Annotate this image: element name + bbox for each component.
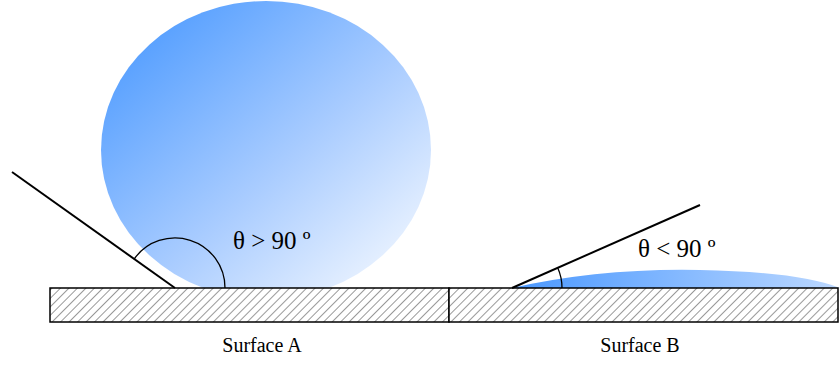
- angle-label: θ > 90 º: [233, 228, 311, 253]
- droplet-a: [101, 1, 431, 288]
- surface-b-plate: [449, 288, 838, 322]
- surface-label: Surface A: [222, 335, 301, 355]
- angle-arc-a: [134, 238, 225, 288]
- surface-label: Surface B: [600, 335, 679, 355]
- surface-a-plate: [50, 288, 449, 322]
- tangent-line-a: [12, 172, 175, 288]
- angle-label: θ < 90 º: [638, 236, 716, 261]
- angle-arc-b: [558, 268, 562, 288]
